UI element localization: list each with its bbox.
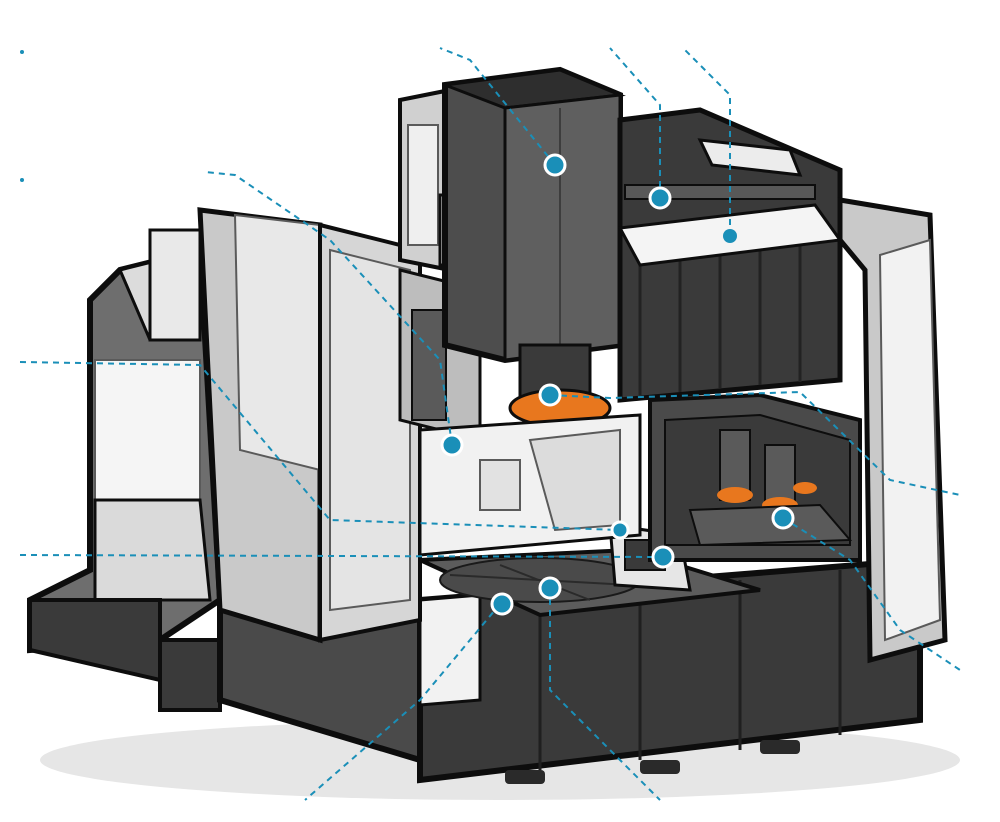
left-cabinet: [27, 228, 224, 712]
edge-dot: [20, 178, 24, 182]
callout-marker[interactable]: [651, 545, 675, 569]
interior-front-wall: [418, 413, 642, 557]
left-enclosure: [197, 207, 422, 644]
tool-changer-cell: [648, 392, 862, 562]
leader-table-front: [304, 603, 501, 801]
leader-left-low: [19, 554, 661, 558]
leader-left-mid: [19, 361, 621, 531]
leader-tool-changer: [782, 517, 961, 671]
callout-marker[interactable]: [440, 433, 464, 457]
callout-marker[interactable]: [723, 229, 737, 243]
rear-interior: [617, 107, 843, 403]
leader-crossbeam: [609, 47, 661, 198]
callout-markers: [440, 153, 795, 616]
callout-marker[interactable]: [648, 186, 672, 210]
callout-marker[interactable]: [490, 592, 514, 616]
callout-marker[interactable]: [543, 153, 567, 177]
edge-dot: [20, 50, 24, 54]
callout-marker[interactable]: [538, 383, 562, 407]
leader-overhead-panel: [684, 49, 731, 236]
right-enclosure: [837, 197, 948, 664]
callout-marker[interactable]: [610, 520, 630, 540]
callout-marker[interactable]: [538, 576, 562, 600]
callout-leaders: [19, 47, 961, 801]
leader-table-center: [549, 588, 661, 801]
leader-spindle-head: [439, 47, 556, 166]
leader-column: [204, 171, 453, 446]
callout-marker[interactable]: [771, 506, 795, 530]
leader-spindle-nose: [549, 390, 961, 496]
